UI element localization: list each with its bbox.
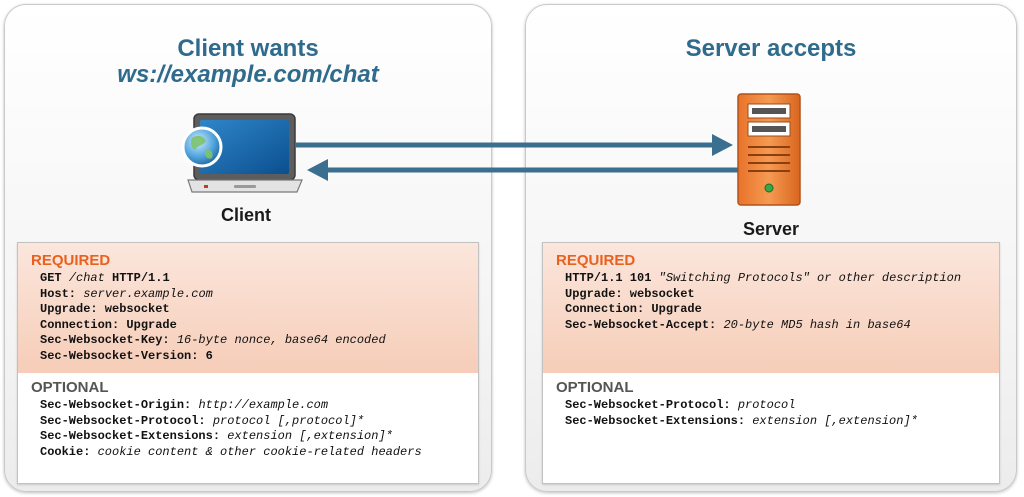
header-key: Upgrade: websocket [565, 286, 695, 301]
header-line: Sec-Websocket-Extensions: extension [,ex… [40, 429, 422, 445]
client-title: Client wants [177, 35, 319, 62]
header-line: Connection: Upgrade [565, 302, 961, 318]
header-key: Sec-Websocket-Extensions: [40, 429, 228, 444]
header-value: "Switching Protocols" or other descripti… [658, 271, 962, 285]
header-key: Sec-Websocket-Key: [40, 333, 177, 348]
header-key: Sec-Websocket-Version: 6 [40, 348, 213, 363]
header-line: Sec-Websocket-Protocol: protocol [565, 398, 918, 414]
header-line: Sec-Websocket-Accept: 20-byte MD5 hash i… [565, 318, 961, 334]
header-key: Sec-Websocket-Protocol: [565, 398, 738, 412]
client-required-section [18, 243, 478, 373]
header-value: protocol [737, 398, 796, 412]
header-key: Sec-Websocket-Accept: [565, 317, 724, 332]
header-value: cookie content & other cookie-related he… [97, 444, 422, 459]
server-headers-box: REQUIRED HTTP/1.1 101 "Switching Protoco… [542, 242, 1000, 484]
header-line: Host: server.example.com [40, 287, 386, 303]
header-value: /chat [68, 271, 105, 285]
header-line: Sec-Websocket-Protocol: protocol [,proto… [40, 414, 422, 430]
client-panel: Client wants ws://example.com/chat Clien… [4, 4, 492, 492]
laptop-icon [187, 113, 303, 193]
response-arrow [307, 159, 738, 181]
client-label: Client [220, 205, 271, 225]
server-optional-title: OPTIONAL [556, 379, 634, 396]
header-line: HTTP/1.1 101 "Switching Protocols" or ot… [565, 271, 961, 287]
client-optional-list: Sec-Websocket-Origin: http://example.com… [40, 398, 422, 460]
client-url: ws://example.com/chat [117, 61, 379, 88]
header-value: 16-byte nonce, base64 encoded [176, 333, 386, 348]
header-key: Sec-Websocket-Origin: [40, 398, 199, 412]
header-line: Sec-Websocket-Origin: http://example.com [40, 398, 422, 414]
header-line: Sec-Websocket-Extensions: extension [,ex… [565, 414, 918, 430]
header-key: Connection: Upgrade [565, 302, 702, 317]
server-required-title: REQUIRED [556, 252, 636, 269]
header-key: Host: [40, 286, 84, 301]
header-value: http://example.com [198, 398, 329, 412]
server-required-list: HTTP/1.1 101 "Switching Protocols" or ot… [565, 271, 961, 333]
server-panel: Server accepts Server REQUIRED HTTP/1.1 … [525, 4, 1017, 492]
header-value: extension [,extension]* [227, 429, 393, 444]
client-required-title: REQUIRED [31, 252, 111, 269]
header-line: Connection: Upgrade [40, 318, 386, 334]
header-line: GET /chat HTTP/1.1 [40, 271, 386, 287]
server-required-section [543, 243, 999, 373]
request-arrow [295, 134, 733, 156]
server-title: Server accepts [685, 35, 857, 62]
header-value: 20-byte MD5 hash in base64 [723, 317, 911, 332]
header-key: Upgrade: websocket [40, 302, 170, 317]
header-key: GET [40, 271, 69, 285]
header-line: Upgrade: websocket [40, 302, 386, 318]
header-key: Connection: Upgrade [40, 317, 177, 332]
header-value: extension [,extension]* [752, 413, 918, 428]
client-optional-title: OPTIONAL [31, 379, 109, 396]
header-line: Upgrade: websocket [565, 287, 961, 303]
header-key: HTTP/1.1 101 [565, 271, 659, 285]
header-value: protocol [,protocol]* [212, 413, 365, 428]
header-key: Cookie: [40, 444, 98, 459]
header-value: server.example.com [83, 286, 213, 301]
server-label: Server [742, 219, 800, 239]
server-icon [737, 93, 801, 206]
header-line: Cookie: cookie content & other cookie-re… [40, 445, 422, 461]
header-line: Sec-Websocket-Version: 6 [40, 349, 386, 365]
header-key: HTTP/1.1 [104, 271, 170, 285]
header-key: Sec-Websocket-Extensions: [565, 413, 753, 428]
globe-icon [181, 126, 223, 168]
header-line: Sec-Websocket-Key: 16-byte nonce, base64… [40, 333, 386, 349]
header-key: Sec-Websocket-Protocol: [40, 413, 213, 428]
